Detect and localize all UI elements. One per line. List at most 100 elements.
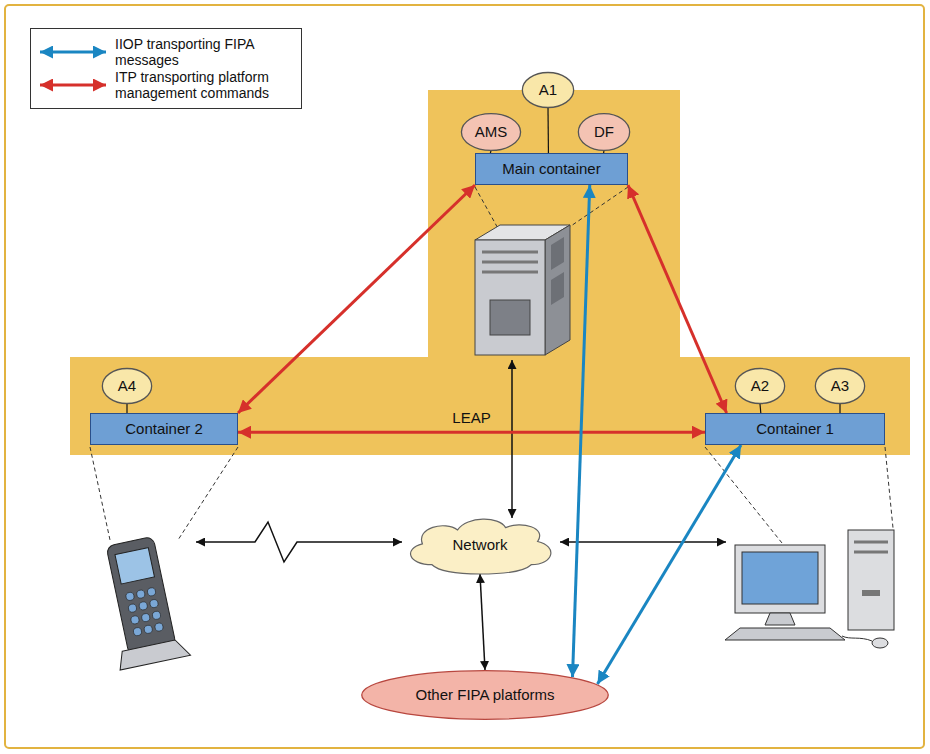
phone-illustration xyxy=(147,587,156,596)
service-ellipse: AMS xyxy=(461,113,521,151)
container-box: Container 1 xyxy=(705,413,885,445)
node-text-group: A2 xyxy=(751,377,769,395)
agent-ellipse: A4 xyxy=(102,368,152,404)
phone-illustration xyxy=(143,625,152,634)
node-label: AMS xyxy=(475,123,508,141)
agent-ellipse-outline xyxy=(815,369,864,404)
platform-band xyxy=(70,90,910,455)
phone-illustration xyxy=(125,587,163,636)
node-text-group: AMS xyxy=(475,123,508,141)
pc-illustration xyxy=(725,530,894,648)
legend-sample xyxy=(37,76,109,94)
server-illustration xyxy=(482,261,538,264)
node-label: Network xyxy=(452,536,507,554)
node-text-group: A3 xyxy=(831,377,849,395)
link-line xyxy=(480,574,485,670)
protocol-arrow xyxy=(573,185,590,677)
service-ellipse-outline xyxy=(461,114,520,151)
network-cloud: Network xyxy=(400,516,560,574)
platform-ellipse-outline xyxy=(362,671,609,720)
legend-box: IIOP transporting FIPA messagesITP trans… xyxy=(30,28,302,109)
dashed-leader xyxy=(178,447,238,540)
phone-illustration xyxy=(152,611,161,620)
server-illustration xyxy=(482,271,538,274)
server-illustration xyxy=(551,237,564,270)
node-text-group: A1 xyxy=(539,81,557,99)
dashed-leader xyxy=(90,447,110,540)
node-text-group: DF xyxy=(594,123,614,141)
agent-ellipse: A3 xyxy=(815,368,865,404)
link-line xyxy=(126,404,127,413)
legend-arrow xyxy=(40,84,106,87)
edge-label: LEAP xyxy=(449,409,493,427)
pc-illustration xyxy=(872,638,888,648)
container-box: Main container xyxy=(475,153,628,185)
phone-illustration xyxy=(141,613,150,622)
node-label: Other FIPA platforms xyxy=(416,686,555,704)
pc-illustration xyxy=(842,636,872,641)
service-ellipse-outline xyxy=(578,114,629,151)
protocol-arrow xyxy=(598,445,742,684)
protocol-arrow xyxy=(238,185,475,413)
pc-illustration xyxy=(765,613,795,625)
legend-text: ITP transporting platform management com… xyxy=(115,69,295,101)
container-box: Container 2 xyxy=(90,413,238,445)
phone-illustration xyxy=(116,638,190,671)
phone-illustration xyxy=(130,615,139,624)
node-label: Container 2 xyxy=(125,420,203,438)
legend-arrow xyxy=(40,51,106,54)
node-text-group: Container 1 xyxy=(756,420,834,438)
link-line xyxy=(547,108,549,153)
protocol-arrow xyxy=(238,431,705,434)
dashed-leader xyxy=(90,187,893,543)
node-label: Container 1 xyxy=(756,420,834,438)
agent-ellipse: A2 xyxy=(735,368,785,404)
phone-illustration xyxy=(115,548,154,584)
dashed-leader xyxy=(568,187,628,228)
server-illustration xyxy=(475,240,545,355)
agent-ellipse: A1 xyxy=(522,72,574,108)
protocol-arrow xyxy=(628,185,727,413)
phone-illustration xyxy=(133,627,142,636)
pc-illustration xyxy=(848,530,894,630)
network-link xyxy=(560,541,726,543)
dashed-leader xyxy=(705,447,782,543)
pc-illustration xyxy=(854,541,888,544)
link-line xyxy=(759,404,761,413)
phone-illustration xyxy=(128,603,137,612)
network-link xyxy=(196,522,402,562)
figure-frame xyxy=(5,5,924,748)
server-illustration xyxy=(545,225,570,355)
phone-illustration xyxy=(154,622,163,631)
agent-ellipse-outline xyxy=(102,369,151,404)
pc-illustration xyxy=(742,552,818,604)
node-label: A1 xyxy=(539,81,557,99)
node-label: Main container xyxy=(502,160,600,178)
node-text-group: A4 xyxy=(118,377,136,395)
node-text-group: Container 2 xyxy=(125,420,203,438)
legend-entry: IIOP transporting FIPA messages xyxy=(37,36,295,68)
server-illustration xyxy=(475,225,570,355)
network-link xyxy=(511,360,513,518)
node-text-group: Main container xyxy=(502,160,600,178)
node-label: A2 xyxy=(751,377,769,395)
node-label: A4 xyxy=(118,377,136,395)
dashed-leader xyxy=(475,187,500,232)
server-illustration xyxy=(482,251,538,254)
phone-illustration xyxy=(149,599,158,608)
dashed-leader xyxy=(885,447,893,528)
cloud-outline xyxy=(411,519,551,574)
phone-illustration xyxy=(136,589,145,598)
server-illustration xyxy=(490,300,530,335)
phone-illustration xyxy=(94,534,190,670)
phone-illustration xyxy=(125,592,134,601)
legend-sample xyxy=(37,43,109,61)
legend-entry: ITP transporting platform management com… xyxy=(37,69,295,101)
agent-ellipse-outline xyxy=(735,369,784,404)
agent-ellipse-outline xyxy=(522,73,573,108)
platform-ellipse: Other FIPA platforms xyxy=(360,670,610,720)
server-illustration xyxy=(551,272,564,305)
node-label: A3 xyxy=(831,377,849,395)
